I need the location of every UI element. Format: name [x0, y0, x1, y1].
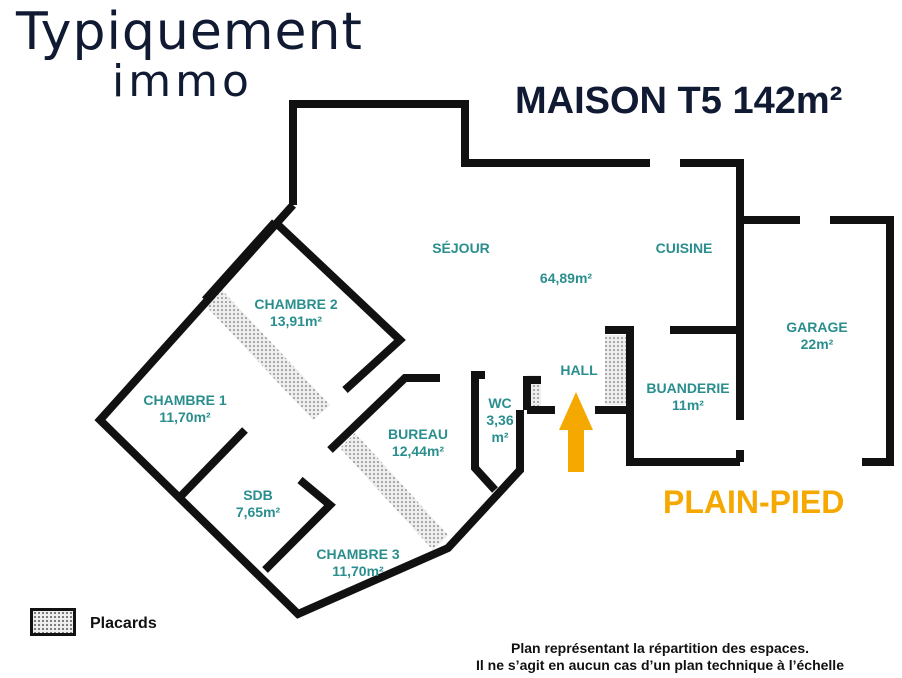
plan-title: MAISON T5 142m²: [515, 80, 843, 122]
room-cuisine: CUISINE: [655, 240, 713, 256]
note-line-1: Plan représentant la répartition des esp…: [510, 640, 809, 656]
level-label: PLAIN-PIED: [663, 484, 845, 520]
room-sejour-area: 64,89m²: [539, 270, 593, 286]
disclaimer-note: Plan représentant la répartition des esp…: [440, 640, 880, 674]
logo-text-immo: immo: [112, 56, 253, 107]
room-hall: HALL: [560, 362, 598, 378]
legend-placards-label: Placards: [90, 615, 157, 632]
note-line-2: Il ne s’agit en aucun cas d’un plan tech…: [476, 657, 844, 673]
room-sejour: SÉJOUR: [432, 240, 490, 256]
logo-text: Typiquement: [16, 2, 363, 62]
legend-placards-swatch: [30, 608, 76, 636]
entrance-arrow-icon: [559, 392, 593, 472]
